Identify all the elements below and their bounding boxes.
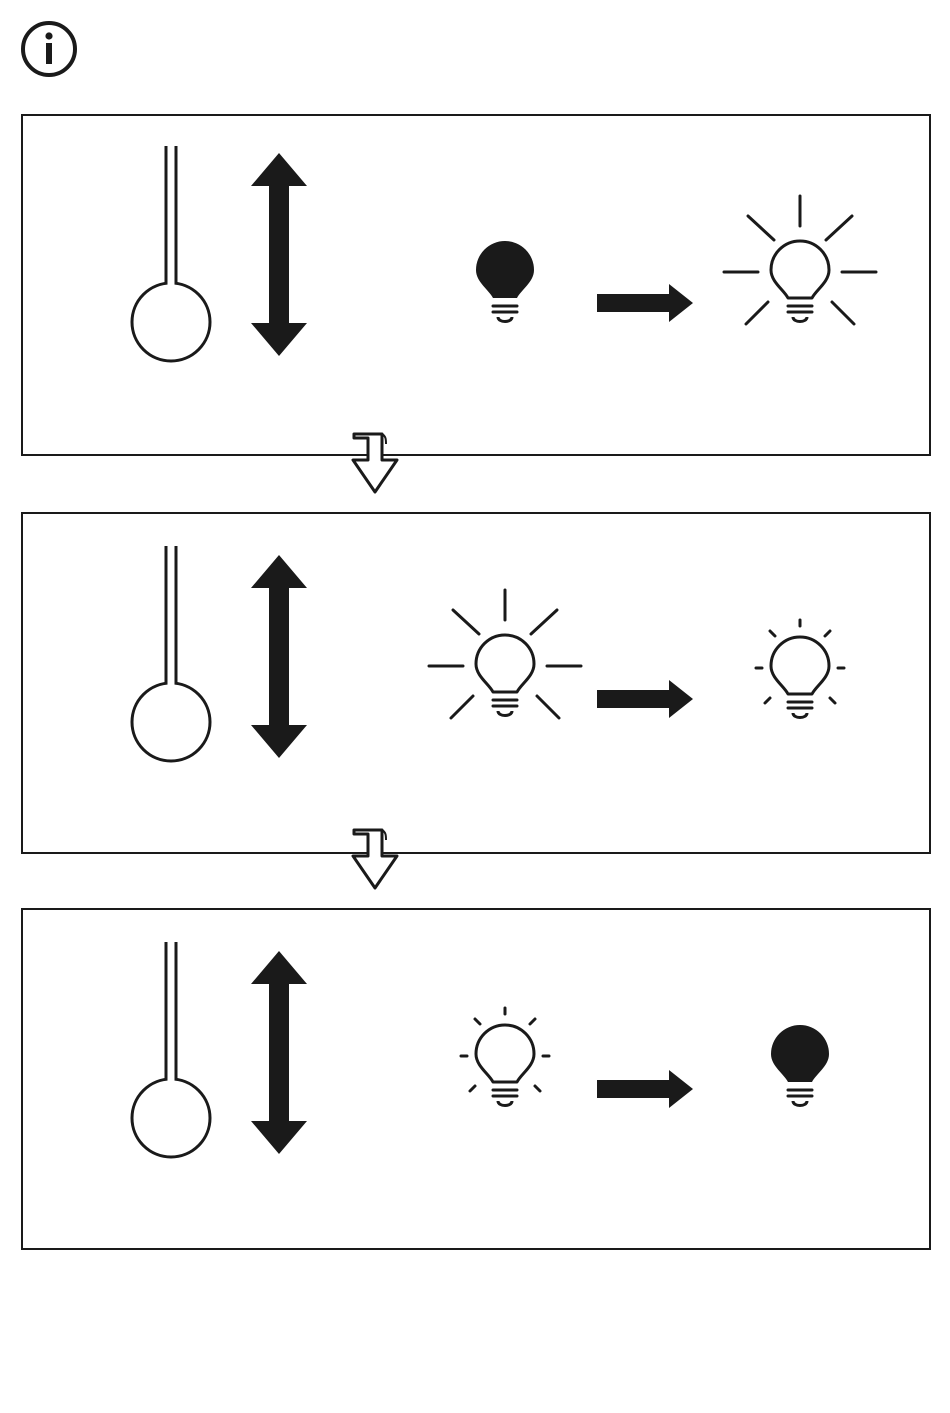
- bulb-on-bright-icon: [445, 580, 565, 740]
- double-arrow-icon: [251, 555, 307, 758]
- bulb-on-dim-icon: [445, 990, 565, 1130]
- bulb-on-dim-icon: [740, 602, 860, 742]
- right-arrow-icon: [597, 1070, 693, 1108]
- bulb-on-bright-icon: [740, 186, 860, 346]
- right-arrow-icon: [597, 680, 693, 718]
- hollow-down-arrow-icon: [349, 430, 403, 496]
- step-panel-3: [21, 908, 931, 1250]
- pull-cord-icon: [129, 940, 215, 1162]
- bulb-off-icon: [740, 1010, 860, 1130]
- right-arrow-icon: [597, 284, 693, 322]
- step-panel-2: [21, 512, 931, 854]
- step-panel-1: [21, 114, 931, 456]
- hollow-down-arrow-icon: [349, 826, 403, 892]
- pull-cord-icon: [129, 144, 215, 366]
- double-arrow-icon: [251, 951, 307, 1154]
- pull-cord-icon: [129, 544, 215, 766]
- double-arrow-icon: [251, 153, 307, 356]
- info-icon: [20, 20, 78, 78]
- bulb-off-icon: [445, 226, 565, 346]
